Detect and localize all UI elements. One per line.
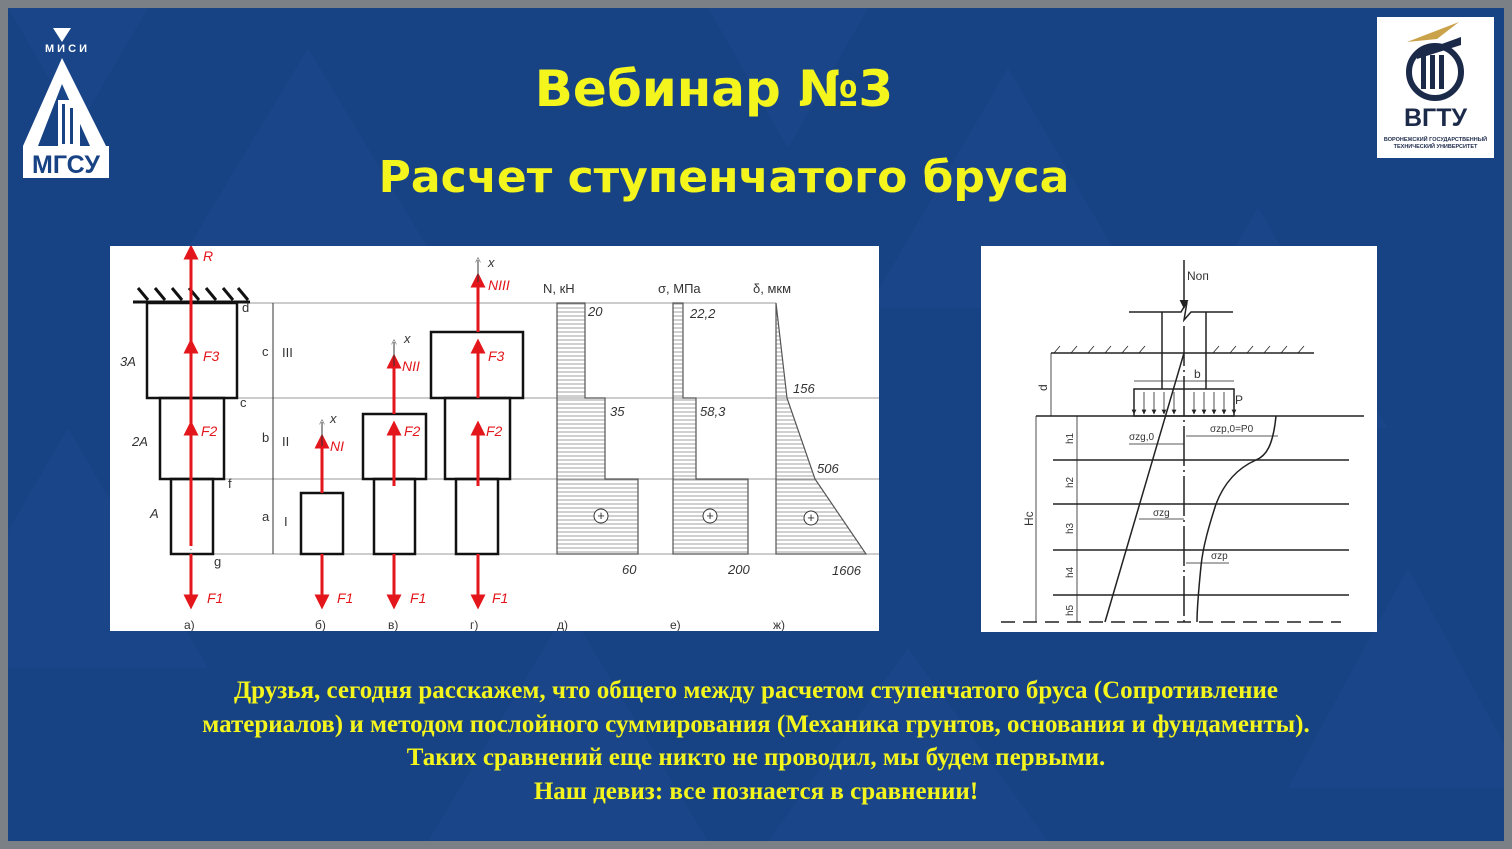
svg-text:МГСУ: МГСУ: [32, 151, 100, 179]
delta-value: 506: [817, 461, 839, 476]
mgsu-logo: М И С И МГСУ: [20, 28, 112, 180]
dim-label: b: [262, 430, 269, 445]
subfig-label: д): [557, 618, 568, 631]
sign-plus: +: [807, 510, 815, 525]
force-F1-label-b: F1: [337, 590, 353, 606]
subfig-label: ж): [773, 618, 785, 631]
layer-label: h1: [1065, 432, 1076, 444]
force-NIII-label: NIII: [488, 277, 510, 293]
subfig-label: б): [315, 618, 326, 631]
layer-label: h4: [1065, 566, 1076, 578]
force-F1-label-v: F1: [410, 590, 426, 606]
point-label: d: [242, 300, 249, 315]
area-label: 3A: [120, 354, 136, 369]
sigma-value: 22,2: [689, 306, 716, 321]
dim-label: c: [262, 344, 269, 359]
force-F2-label: F2: [201, 423, 218, 439]
axis-x-label: x: [487, 255, 495, 270]
force-R-label: R: [203, 248, 213, 264]
sigma-value: 58,3: [700, 404, 726, 419]
force-F2-label-g: F2: [486, 423, 503, 439]
stepped-bar-diagram: R F3 F2 F1 NI F1 NII F2 F1 NIII F3 F2 F1…: [110, 246, 879, 631]
area-label: A: [149, 506, 159, 521]
point-label: c: [240, 395, 247, 410]
sigma-zp-label: σzp: [1211, 551, 1228, 562]
delta-value: 156: [793, 381, 815, 396]
subfig-label: е): [670, 618, 681, 631]
sigma-zg0-label: σzg,0: [1129, 432, 1155, 443]
sign-plus: +: [597, 508, 605, 523]
force-F1-label-g: F1: [492, 590, 508, 606]
axis-x-label: x: [403, 331, 411, 346]
N-value: 35: [610, 404, 625, 419]
subfig-label: а): [184, 618, 195, 631]
force-F2-label-v: F2: [404, 423, 421, 439]
N-value: 60: [622, 562, 637, 577]
layer-label: h3: [1065, 522, 1076, 534]
N-value: 20: [587, 304, 603, 319]
dim-label: a: [262, 509, 270, 524]
load-label: Noп: [1187, 269, 1209, 283]
point-label: f: [228, 476, 232, 491]
caption-line: Наш девиз: все познается в сравнении!: [533, 777, 979, 805]
force-NII-label: NII: [402, 358, 420, 374]
slide: М И С И МГСУ ВГТУ ВОРОНЕЖСКИЙ ГОСУДАРСТВ…: [8, 8, 1504, 841]
area-label: 2A: [131, 434, 148, 449]
sigma-zg-label: σzg: [1153, 508, 1170, 519]
header-N: N, кН: [543, 281, 575, 296]
width-label: b: [1194, 367, 1201, 381]
subfig-label: в): [388, 618, 398, 631]
force-F3-label-g: F3: [488, 348, 505, 364]
vgtu-name: ВГТУ: [1403, 104, 1468, 132]
slide-subtitle: Расчет ступенчатого бруса: [378, 152, 1070, 203]
depth-label: d: [1036, 384, 1050, 391]
section-label: II: [282, 434, 289, 449]
layer-label: h5: [1065, 604, 1076, 616]
delta-value: 1606: [832, 563, 862, 578]
sigma-zp0-label: σzp,0=P0: [1210, 424, 1254, 435]
layer-label: h2: [1065, 476, 1076, 488]
header-sigma: σ, МПа: [658, 281, 701, 296]
caption-line: Друзья, сегодня расскажем, что общего ме…: [233, 677, 1279, 704]
Hc-label: Hc: [1022, 511, 1036, 526]
caption-line: Таких сравнений еще никто не проводил, м…: [406, 744, 1106, 771]
section-label: III: [282, 345, 293, 360]
point-label: g: [214, 554, 221, 569]
svg-text:М И С И: М И С И: [45, 43, 87, 55]
slide-title: Вебинар №3: [534, 60, 894, 118]
force-NI-label: NI: [330, 438, 344, 454]
sign-plus: +: [706, 508, 714, 523]
section-label: I: [284, 514, 288, 529]
layered-summation-diagram: Noп b P σzg,0 σzp,0=P0 σzg σzp d Hc h1 h…: [981, 246, 1377, 632]
subfig-label: г): [470, 618, 478, 631]
caption-line: материалов) и методом послойного суммиро…: [202, 710, 1310, 738]
vgtu-sub-1: ВОРОНЕЖСКИЙ ГОСУДАРСТВЕННЫЙ: [1383, 137, 1488, 143]
force-F3-label: F3: [203, 348, 220, 364]
slide-caption: Друзья, сегодня расскажем, что общего ме…: [48, 674, 1464, 808]
sigma-value: 200: [727, 562, 750, 577]
pressure-label: P: [1235, 393, 1243, 407]
axis-x-label: x: [329, 411, 337, 426]
vgtu-sub-2: ТЕХНИЧЕСКИЙ УНИВЕРСИТЕТ: [1393, 144, 1478, 150]
force-F1-label: F1: [207, 590, 223, 606]
header-delta: δ, мкм: [753, 281, 791, 296]
